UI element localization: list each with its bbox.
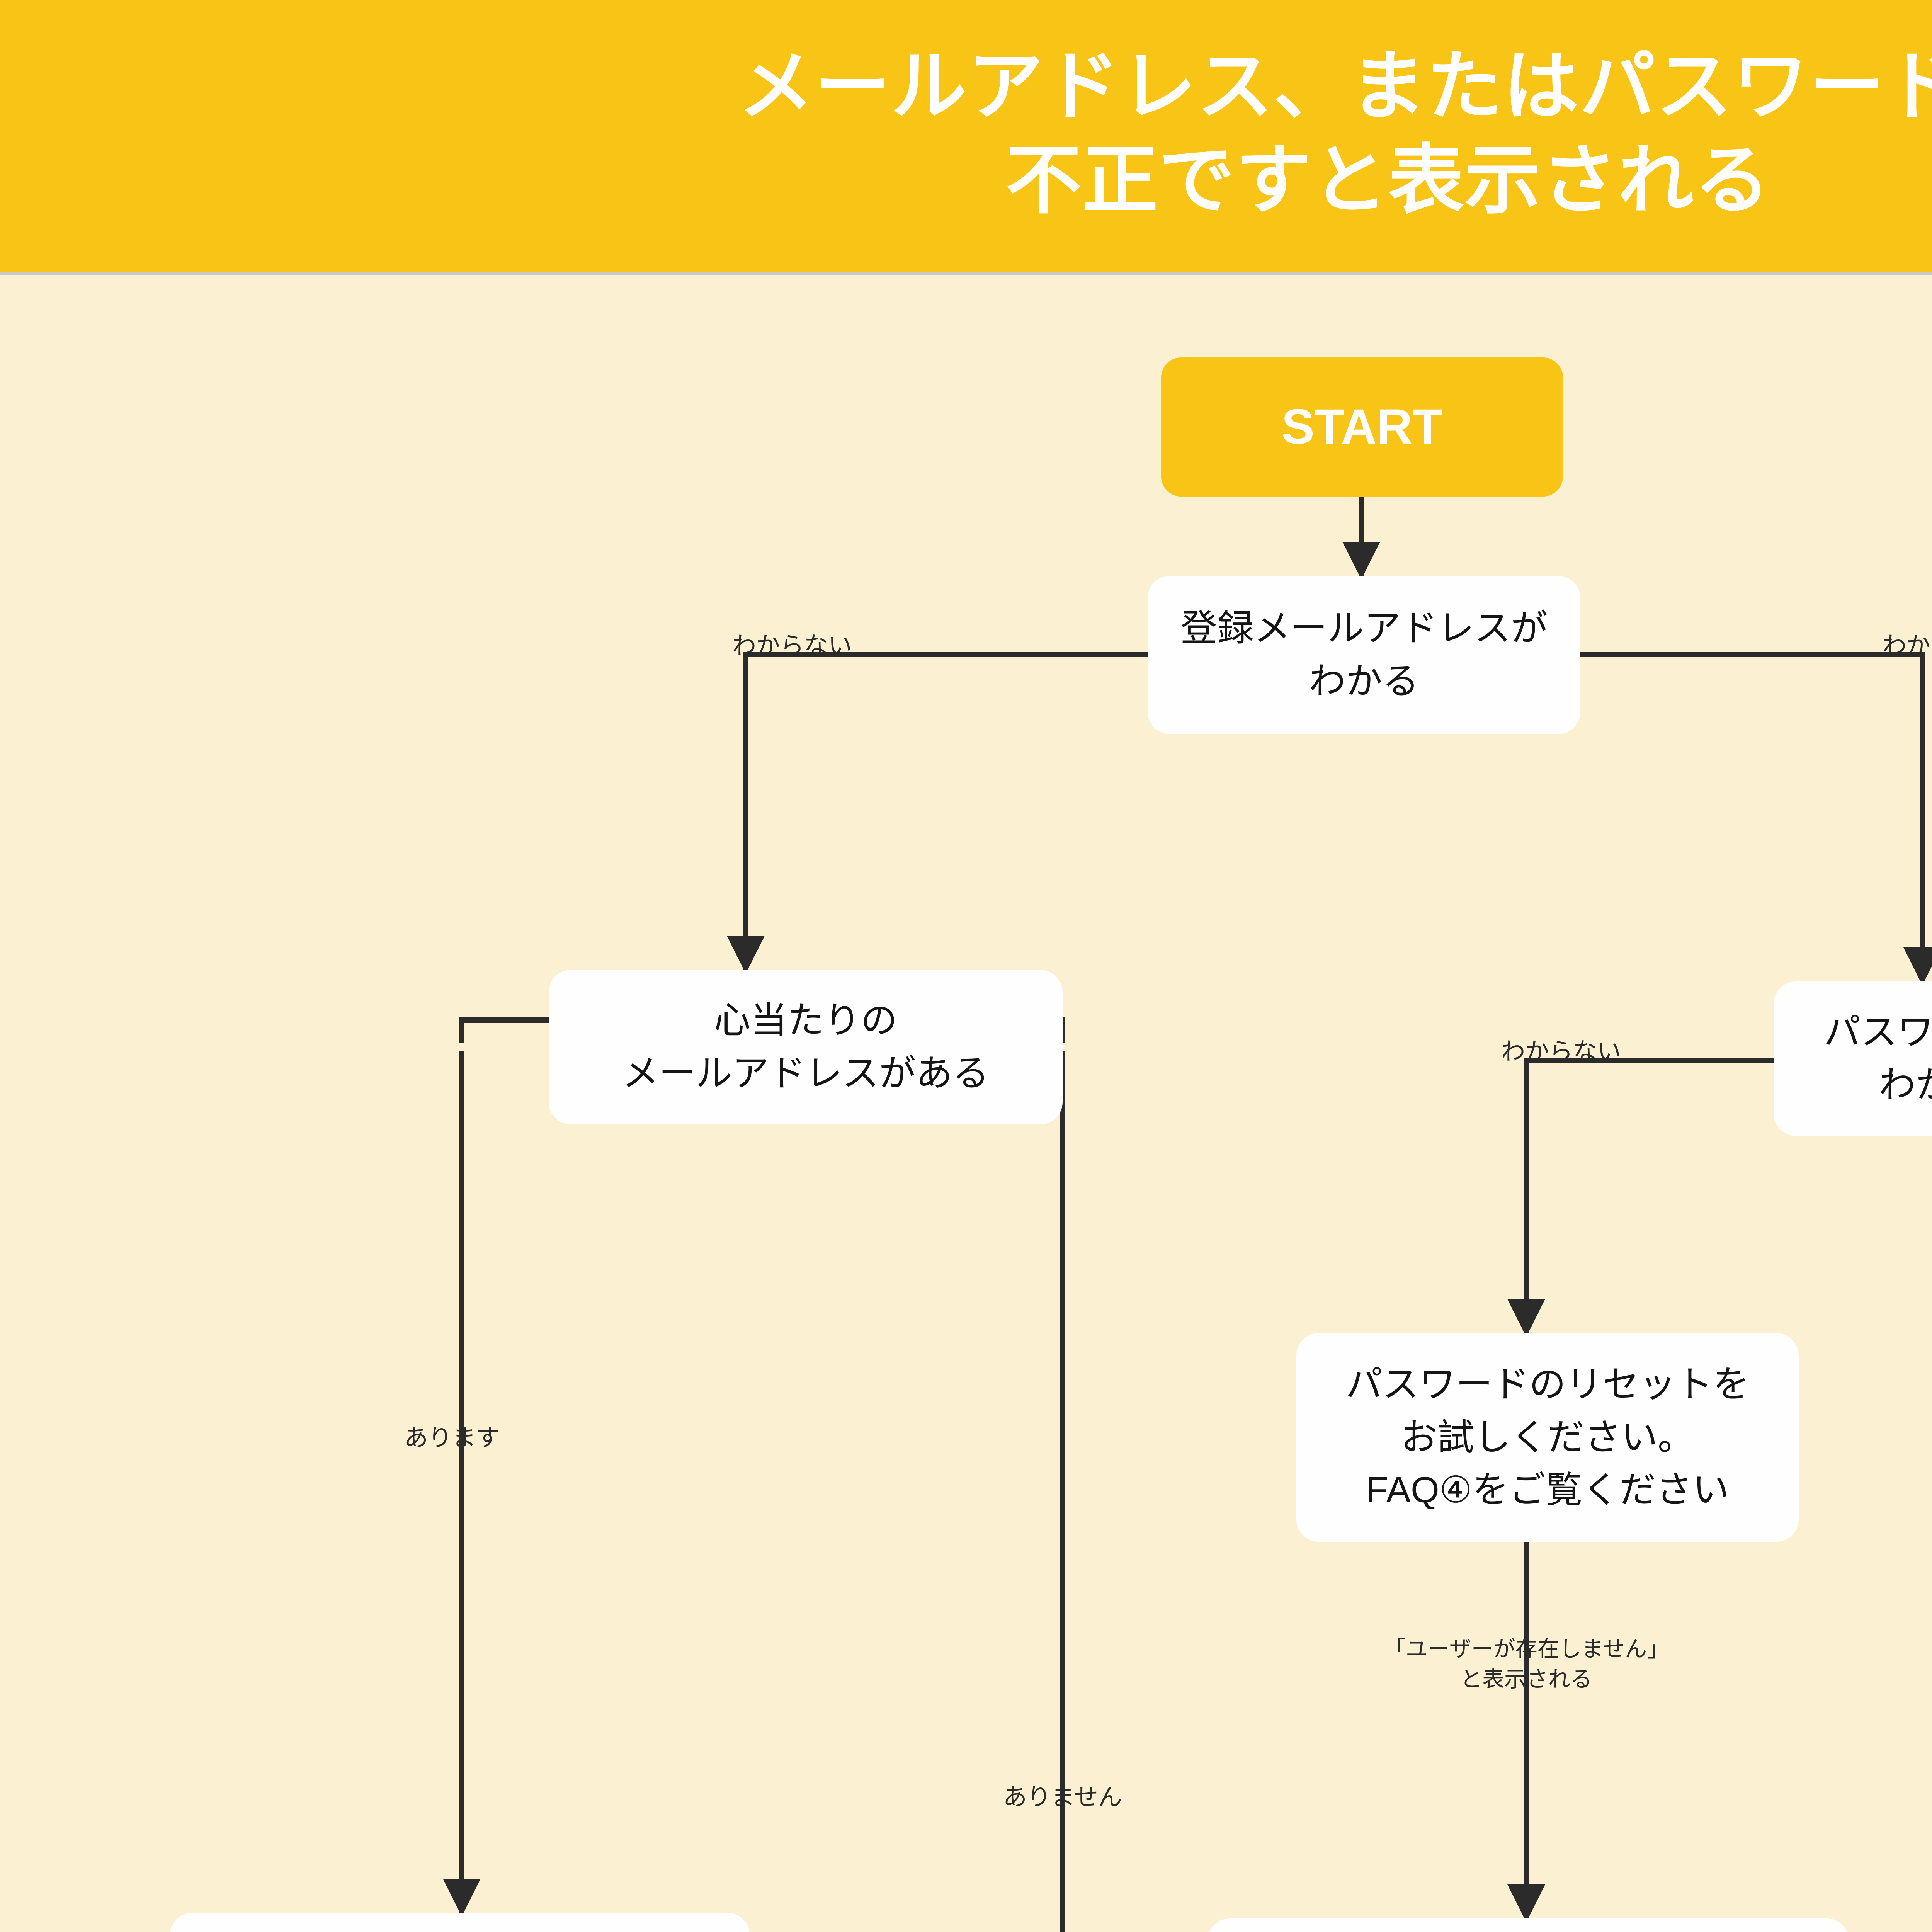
- node-candidate-email-question[interactable]: 心当たりの メールアドレスがある: [549, 970, 1063, 1124]
- node-password-known-question[interactable]: パスワードが わかる: [1774, 981, 1932, 1136]
- edge-label-user-not-exist: 「ユーザーが存在しません」 と表示される: [1383, 1637, 1669, 1692]
- node-start[interactable]: START: [1161, 357, 1563, 497]
- page-header-banner: メールアドレス、またはパスワードが 不正ですと表示される: [0, 0, 1932, 275]
- node-register-again[interactable]: ご登録が正常に完了していない場合 が考えられます。 同じメールアドレスにてbit…: [1208, 1918, 1849, 1932]
- page-title: メールアドレス、またはパスワードが 不正ですと表示される: [738, 44, 1932, 223]
- edge-label-email-known: わかる: [1882, 633, 1932, 659]
- edge-label-candidate-no: ありません: [1003, 1784, 1122, 1811]
- node-email-known-question[interactable]: 登録メールアドレスが わかる: [1148, 576, 1580, 734]
- edge-email-unknown: [727, 652, 1148, 974]
- edge-password-unknown: [1507, 1058, 1774, 1337]
- node-reset-password-middle[interactable]: パスワードのリセットを お試しください。 FAQ④をご覧ください: [1296, 1333, 1799, 1542]
- edge-label-password-unknown: わからない: [1501, 1038, 1621, 1065]
- edge-label-candidate-yes: あります: [404, 1425, 500, 1451]
- edge-email-known: [1580, 652, 1932, 985]
- edge-label-email-unknown: わからない: [732, 633, 852, 659]
